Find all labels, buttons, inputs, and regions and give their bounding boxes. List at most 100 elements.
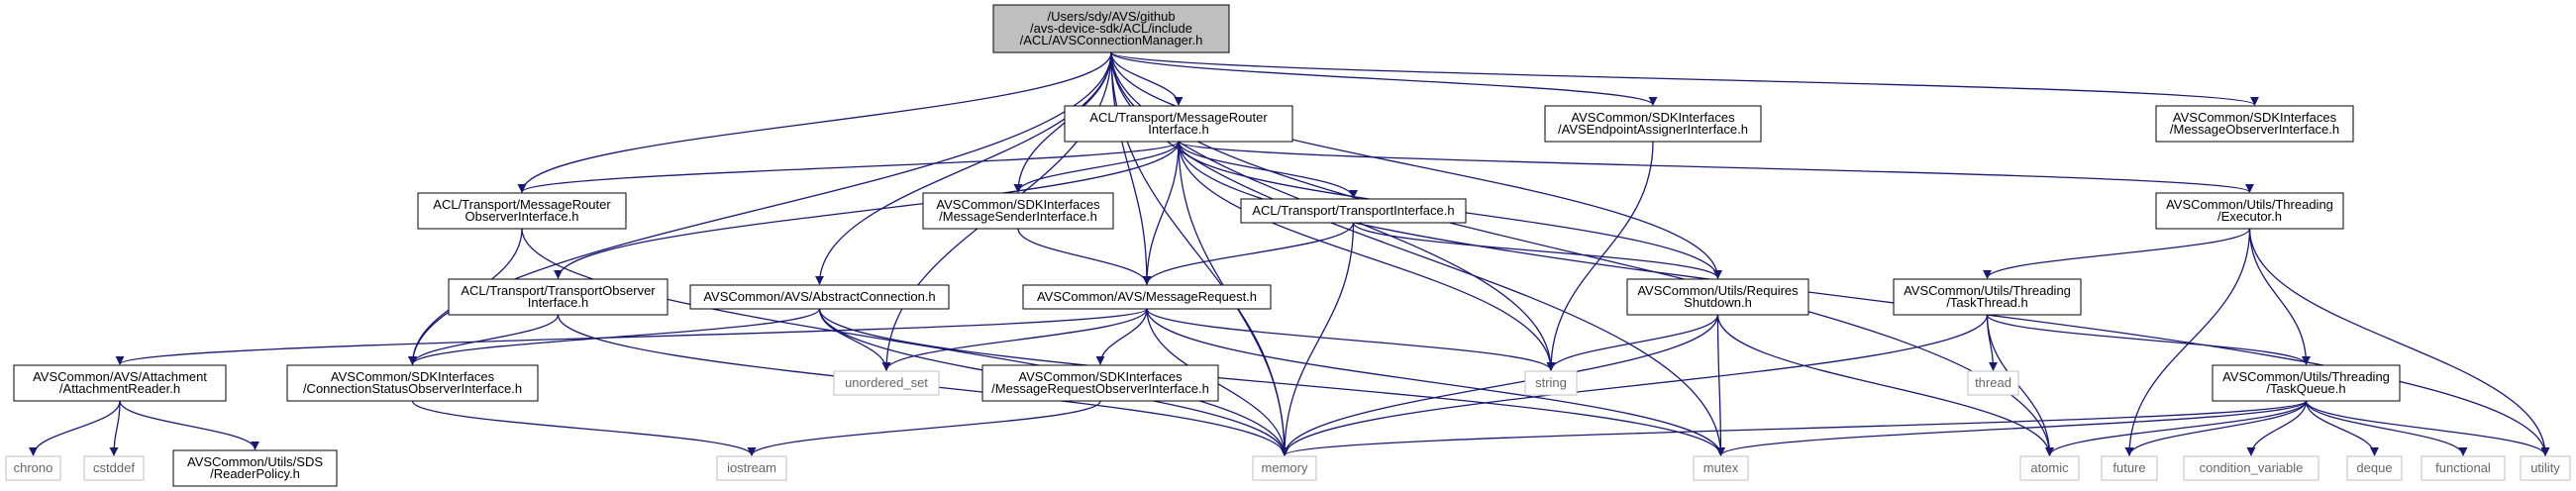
node-transport[interactable]: ACL/Transport/TransportInterface.h — [1240, 198, 1467, 224]
node-box — [13, 364, 227, 402]
node-label: /ACL/AVSConnectionManager.h — [1020, 33, 1203, 48]
edge-mrIface-to-transportObs — [554, 141, 1180, 279]
node-endpointAssigner[interactable]: AVSCommon/SDKInterfaces/AVSEndpointAssig… — [1544, 105, 1762, 143]
node-thread: thread — [1967, 370, 2019, 396]
node-box — [716, 455, 787, 481]
node-box — [981, 364, 1219, 402]
node-mrObserver[interactable]: ACL/Transport/MessageRouterObserverInter… — [417, 192, 627, 230]
node-box — [992, 4, 1230, 53]
node-label: /MessageRequestObserverInterface.h — [991, 381, 1209, 396]
edge-taskQueue-to-future — [2124, 400, 2308, 456]
node-label: mutex — [1703, 460, 1739, 475]
edge-mrIface-to-msgRequest — [1142, 141, 1180, 285]
node-box — [922, 192, 1114, 230]
node-memory: memory — [1252, 455, 1317, 481]
node-taskQueue[interactable]: AVSCommon/Utils/Threading/TaskQueue.h — [2212, 364, 2401, 402]
node-label: Interface.h — [528, 295, 588, 310]
node-label: AVSCommon/SDKInterfaces — [2173, 110, 2337, 125]
node-label: /TaskThread.h — [1946, 295, 2027, 310]
edge-root-to-msgRequest — [1110, 51, 1152, 285]
node-label: /MessageSenderInterface.h — [939, 209, 1097, 224]
node-label: cstddef — [93, 460, 135, 475]
node-transportObs[interactable]: ACL/Transport/TransportObserverInterface… — [448, 278, 669, 316]
edge-root-to-mrIface — [1110, 51, 1184, 106]
node-box — [2155, 192, 2344, 230]
node-msgRequest[interactable]: AVSCommon/AVS/MessageRequest.h — [1022, 284, 1272, 310]
node-label: chrono — [14, 460, 53, 475]
node-box — [2421, 455, 2506, 481]
node-deque: deque — [2346, 455, 2403, 481]
node-box — [2101, 455, 2158, 481]
edge-taskThread-to-memory — [1280, 314, 1989, 456]
edge-root-to-endpointAssigner — [1110, 51, 1658, 106]
edge-executor-to-utility — [2248, 228, 2550, 456]
node-msgReqObs[interactable]: AVSCommon/SDKInterfaces/MessageRequestOb… — [981, 364, 1219, 402]
node-label: AVSCommon/SDKInterfaces — [936, 197, 1100, 212]
node-executor[interactable]: AVSCommon/Utils/Threading/Executor.h — [2155, 192, 2344, 230]
edge-connStatusObs-to-iostream — [411, 400, 757, 456]
node-connStatusObs[interactable]: AVSCommon/SDKInterfaces/ConnectionStatus… — [286, 364, 539, 402]
edge-executor-to-future — [2124, 228, 2251, 456]
edge-mrIface-to-transport — [1178, 141, 1358, 199]
edge-root-to-reqShutdown — [1110, 51, 1723, 279]
node-label: ACL/Transport/MessageRouter — [1089, 110, 1268, 125]
edge-taskQueue-to-functional — [2305, 400, 2468, 456]
edge-taskQueue-to-utility — [2305, 400, 2550, 456]
node-condVar: condition_variable — [2183, 455, 2319, 481]
edge-reqShutdown-to-string — [1546, 314, 1719, 371]
edge-taskQueue-to-mutex — [1716, 400, 2308, 456]
edge-attachReader-to-chrono — [28, 400, 121, 456]
node-label: AVSCommon/Utils/Threading — [1904, 283, 2071, 298]
node-chrono: chrono — [5, 455, 61, 481]
node-taskThread[interactable]: AVSCommon/Utils/Threading/TaskThread.h — [1893, 278, 2082, 316]
node-label: AVSCommon/Utils/SDS — [187, 454, 323, 469]
edge-taskQueue-to-memory — [1280, 400, 2308, 456]
node-label: atomic — [2030, 460, 2069, 475]
node-msgSender[interactable]: AVSCommon/SDKInterfaces/MessageSenderInt… — [922, 192, 1114, 230]
node-box — [5, 455, 61, 481]
edge-msgReqObs-to-iostream — [747, 400, 1101, 456]
node-box — [2019, 455, 2080, 481]
node-unorderedSet: unordered_set — [833, 370, 940, 396]
edge-abstractConn-to-mutex — [818, 308, 1725, 456]
node-box — [1693, 455, 1749, 481]
node-label: string — [1535, 375, 1567, 390]
node-atomic: atomic — [2019, 455, 2080, 481]
node-msgObserver[interactable]: AVSCommon/SDKInterfaces/MessageObserverI… — [2155, 105, 2354, 143]
node-box — [2155, 105, 2354, 143]
node-box — [1967, 370, 2019, 396]
node-box — [172, 449, 338, 487]
edge-reqShutdown-to-atomic — [1716, 314, 2055, 456]
node-root[interactable]: /Users/sdy/AVS/github/avs-device-sdk/ACL… — [992, 4, 1230, 53]
node-box — [2212, 364, 2401, 402]
node-label: AVSCommon/SDKInterfaces — [1571, 110, 1735, 125]
node-box — [83, 455, 145, 481]
edge-taskQueue-to-atomic — [2045, 400, 2308, 456]
node-label: unordered_set — [845, 375, 928, 390]
node-label: /ReaderPolicy.h — [210, 466, 300, 481]
node-mutex: mutex — [1693, 455, 1749, 481]
node-box — [2520, 455, 2571, 481]
node-box — [286, 364, 539, 402]
edge-msgRequest-to-unorderedSet — [881, 308, 1148, 371]
node-label: AVSCommon/Utils/Threading — [2166, 197, 2333, 212]
node-attachReader[interactable]: AVSCommon/AVS/Attachment/AttachmentReade… — [13, 364, 227, 402]
edge-transport-to-msgRequest — [1142, 222, 1355, 285]
edge-msgRequest-to-attachReader — [115, 308, 1148, 365]
edge-attachReader-to-readerPolicy — [119, 400, 259, 450]
node-label: AVSCommon/Utils/Threading — [2222, 369, 2390, 384]
node-cstddef: cstddef — [83, 455, 145, 481]
node-box — [1524, 370, 1578, 396]
node-abstractConn[interactable]: AVSCommon/AVS/AbstractConnection.h — [689, 284, 950, 310]
node-label: future — [2112, 460, 2145, 475]
node-label: /AttachmentReader.h — [59, 381, 180, 396]
node-label: /AVSEndpointAssignerInterface.h — [1558, 122, 1748, 137]
node-label: Shutdown.h — [1684, 295, 1752, 310]
node-label: /avs-device-sdk/ACL/include — [1030, 21, 1192, 36]
node-readerPolicy[interactable]: AVSCommon/Utils/SDS/ReaderPolicy.h — [172, 449, 338, 487]
edge-executor-to-taskQueue — [2248, 228, 2312, 365]
node-string: string — [1524, 370, 1578, 396]
